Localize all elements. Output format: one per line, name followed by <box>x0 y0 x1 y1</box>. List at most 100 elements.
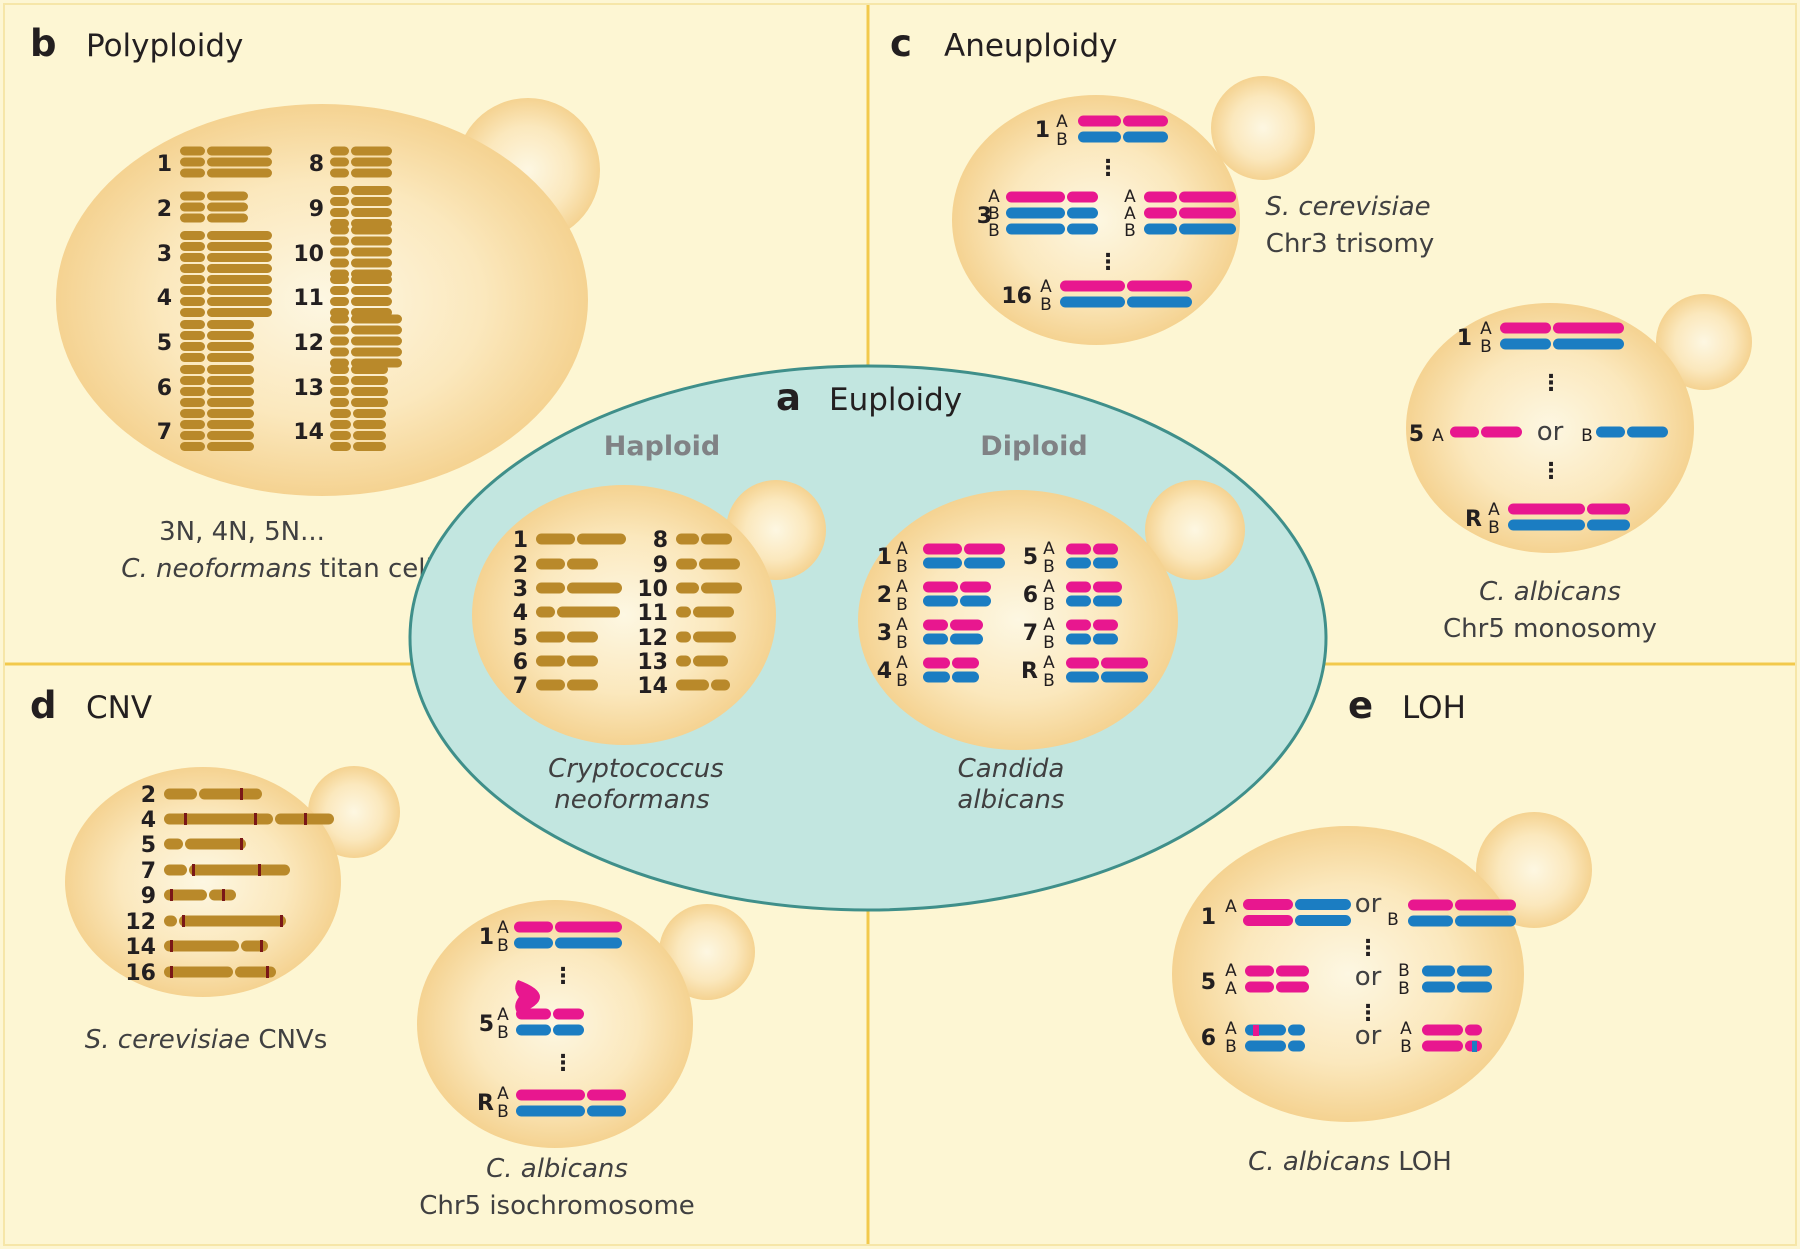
e-6r-a2-arm-left <box>1422 1040 1463 1052</box>
a-dip-chr-2-a-arm-left <box>923 581 958 593</box>
b-chr-3-copy-4 <box>180 264 272 273</box>
a-dip-allele-b-2: B <box>896 595 908 615</box>
b-chr-5-copy-4-arm-left <box>180 353 205 362</box>
c-sc-16-b-arm-right <box>1127 296 1192 308</box>
b-chr-5-copy-2-arm-left <box>180 331 205 340</box>
panel-e-title: LOH <box>1402 690 1466 726</box>
b-chr-2-copy-1-arm-right <box>207 191 248 201</box>
e-label-5: 5 <box>1201 970 1216 995</box>
a-dip-chr-1-a-arm-right <box>964 543 1005 555</box>
c-sc-3r-chr-a1-arm-right <box>1179 191 1236 203</box>
a-hap-label-6: 6 <box>513 650 528 675</box>
a-dip-allele-a-7: A <box>1043 615 1055 635</box>
e-5r-b1 <box>1422 965 1492 977</box>
c-ca-5-a-arm-right <box>1481 426 1522 438</box>
c-ca-dots-2: ⋮ <box>1540 459 1562 484</box>
b-chr-4-copy-3-arm-right <box>207 297 272 306</box>
d-sc-cnv-marker-12-1 <box>182 915 185 927</box>
d-ca-isochromosome <box>515 980 540 1014</box>
c-ca-dots-1: ⋮ <box>1540 371 1562 396</box>
b-chr-10-copy-4 <box>330 258 392 268</box>
d-sc-cnv-marker-4-2 <box>254 813 257 825</box>
b-chr-12-copy-1 <box>330 314 402 324</box>
d-ca-label-R: R <box>477 1091 494 1116</box>
b-chr-label-13: 13 <box>293 376 324 401</box>
d-sc-cnv-marker-4-3 <box>304 813 307 825</box>
a-dip-allele-b-1: B <box>896 557 908 577</box>
panel-d-sc-suffix: CNVs <box>250 1025 327 1055</box>
panel-b-species: C. neoformans <box>121 554 311 584</box>
a-hap-chr-14-arm-left <box>676 679 709 691</box>
c-ca-R-b <box>1508 519 1630 531</box>
b-chr-label-14: 14 <box>293 420 324 445</box>
panel-d-sc-caption: S. cerevisiae CNVs <box>85 1025 328 1055</box>
a-dip-allele-a-2: A <box>896 577 908 597</box>
d-sc-label-5: 5 <box>141 833 156 858</box>
panel-d-sc-species: S. cerevisiae <box>85 1025 250 1055</box>
panel-d-iso-caption: Chr5 isochromosome <box>419 1191 695 1221</box>
figure-border <box>3 3 1797 1246</box>
b-chr-8-copy-1 <box>330 146 392 156</box>
a-dip-chr-3-b-arm-right <box>950 633 983 645</box>
b-chr-10-copy-1-arm-right <box>351 225 392 235</box>
c-sc-16-b <box>1060 296 1192 308</box>
a-dip-label-7: 7 <box>1023 621 1038 646</box>
a-hap-chr-2-arm-right <box>567 558 598 570</box>
c-sc-3r-chr-b-arm-right <box>1179 223 1236 235</box>
b-chr-4-copy-1 <box>180 275 272 284</box>
panel-e-label: e <box>1348 684 1373 727</box>
e-1-a-left <box>1243 899 1293 910</box>
panel-d-iso-species: C. albicans <box>486 1154 628 1184</box>
panel-b-caption: C. neoformans titan cell <box>121 554 432 584</box>
a-dip-chr-1-a-arm-left <box>923 543 962 555</box>
e-5-allele-a1: A <box>1225 961 1237 981</box>
b-chr-9-copy-3-arm-right <box>351 208 392 217</box>
b-chr-2-copy-1 <box>180 191 248 201</box>
cell-d-ca <box>417 900 755 1148</box>
b-chr-5-copy-2-arm-right <box>207 331 254 340</box>
a-hap-chr-11 <box>676 606 734 618</box>
d-sc-label-7: 7 <box>141 859 156 884</box>
c-sc-16-allele-b: B <box>1040 295 1052 315</box>
d-sc-label-9: 9 <box>141 884 156 909</box>
a-dip-chr-5-a-arm-right <box>1093 543 1118 555</box>
a-hap-chr-4 <box>536 606 620 618</box>
a-dip-chr-2-b-arm-right <box>960 595 991 607</box>
haploid-heading: Haploid <box>604 431 721 462</box>
cell-d-sc <box>65 766 400 997</box>
b-chr-1-copy-3-arm-right <box>207 168 272 178</box>
d-ca-1-allele-b: B <box>497 936 509 956</box>
b-chr-6-copy-3-arm-right <box>207 387 254 396</box>
b-chr-11-copy-2-arm-right <box>351 286 392 295</box>
a-hap-chr-7-arm-right <box>567 679 598 691</box>
a-dip-label-1: 1 <box>877 545 892 570</box>
a-hap-chr-1-arm-left <box>536 533 575 545</box>
a-dip-allele-b-4: B <box>896 671 908 691</box>
a-hap-chr-6-arm-right <box>567 655 598 667</box>
d-ca-R-b-arm-left <box>516 1105 585 1117</box>
c-sc-1-b-arm-right <box>1123 131 1168 143</box>
b-chr-12-copy-4-arm-left <box>330 347 349 357</box>
e-5-allele-a2: A <box>1225 979 1237 999</box>
b-chr-11-copy-3-arm-right <box>351 297 392 306</box>
a-hap-chr-12 <box>676 631 736 643</box>
a-dip-chr-R-b-arm-right <box>1101 671 1148 683</box>
b-chr-3-copy-1 <box>180 231 272 240</box>
d-sc-chr-14 <box>164 940 268 952</box>
c-sc-1-a <box>1078 115 1168 127</box>
d-sc-cnv-marker-14-2 <box>260 940 263 952</box>
a-hap-chr-11-arm-left <box>676 606 691 618</box>
e-1-allele-a: A <box>1225 897 1237 917</box>
d-ca-1-allele-a: A <box>497 918 509 938</box>
panel-a-title: Euploidy <box>829 382 962 418</box>
d-ca-5-a-arm-left <box>516 1008 551 1020</box>
c-sc-label-1: 1 <box>1035 118 1050 143</box>
e-1r-a-arm-right <box>1455 899 1516 911</box>
c-sc-3r-b: B <box>1124 221 1136 241</box>
b-chr-14-copy-1-arm-left <box>330 409 351 418</box>
d-ca-R-a <box>516 1089 626 1101</box>
b-chr-10-copy-2-arm-right <box>351 236 392 246</box>
